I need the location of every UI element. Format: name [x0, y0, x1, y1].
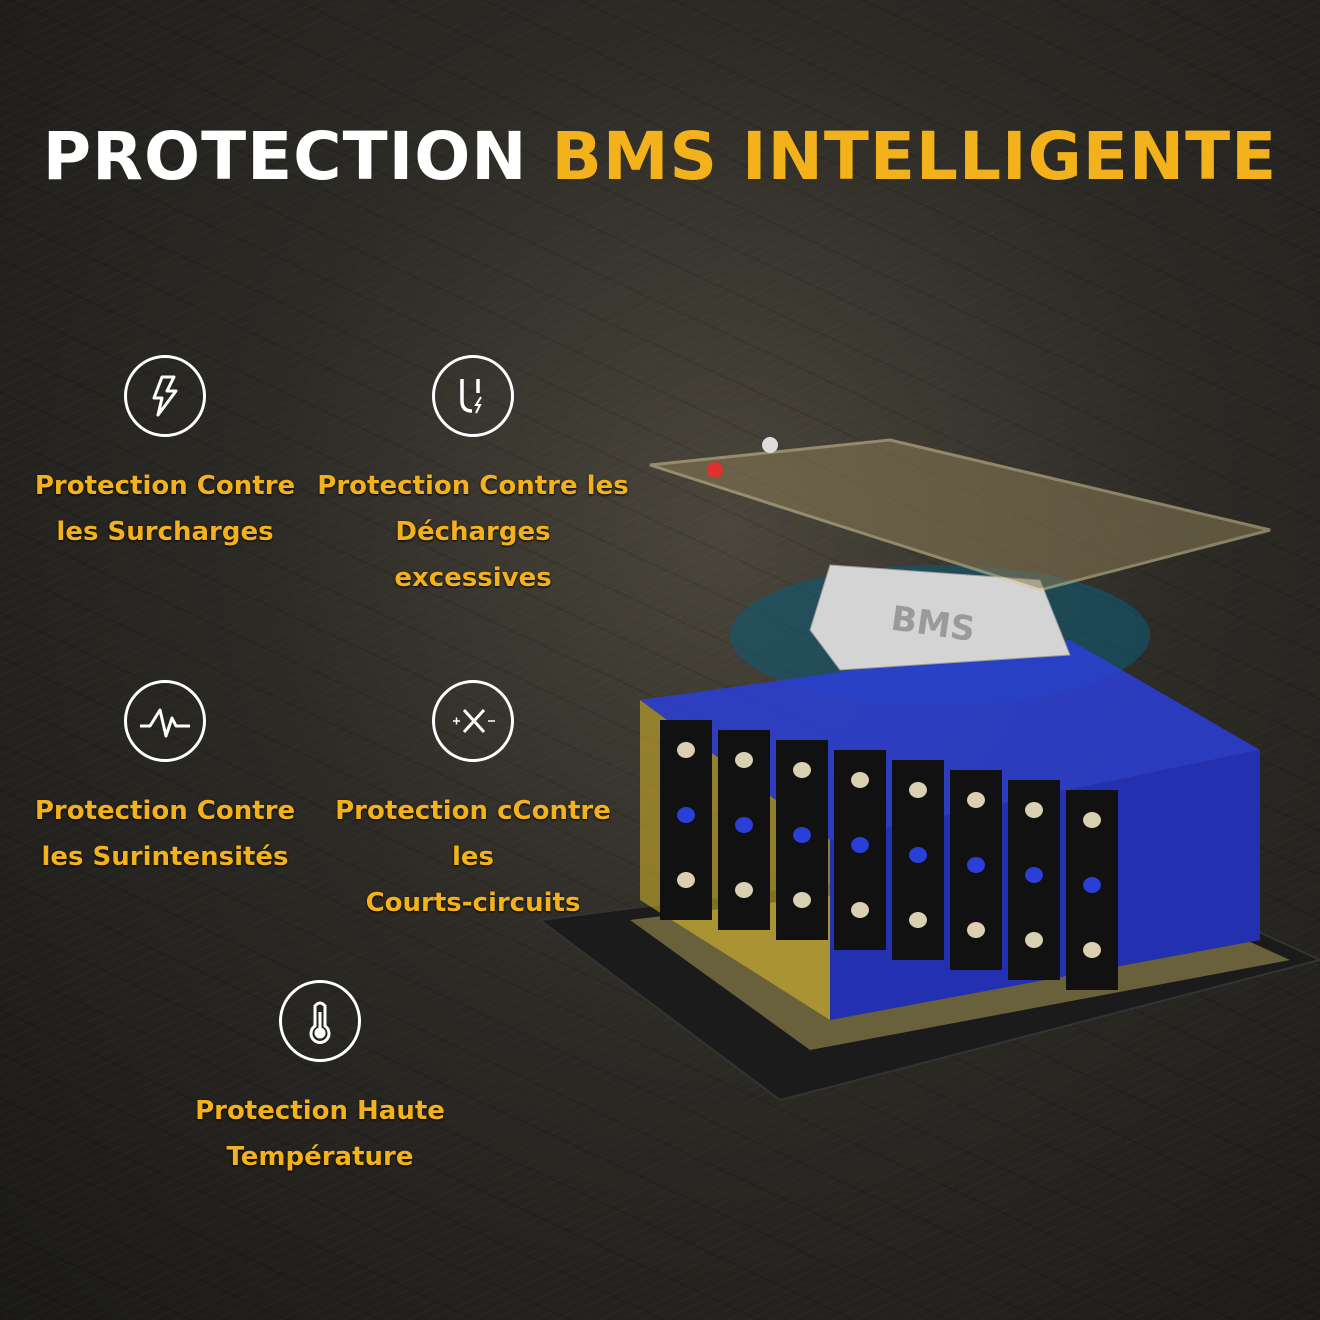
feature-label: Courts-circuits [365, 888, 581, 918]
feature-label: Décharges excessives [394, 517, 552, 593]
feature-label: Protection Contre [34, 471, 296, 501]
thermometer-icon [279, 980, 361, 1062]
cell-terminal [1083, 877, 1101, 893]
feature-label: Protection Haute [195, 1096, 445, 1126]
short-circuit-icon [432, 680, 514, 762]
cell-terminal [1025, 802, 1043, 818]
feature-label: Protection Contre [34, 796, 296, 826]
cell-terminal [677, 807, 695, 823]
feature-label: Température [226, 1142, 414, 1172]
battery-illustration: BMS [537, 437, 1320, 1102]
cell-terminal [909, 782, 927, 798]
pulse-wave-icon [124, 680, 206, 762]
cell-terminal [735, 882, 753, 898]
cell-terminal [1025, 867, 1043, 883]
battery-lid [649, 437, 1271, 592]
cell-terminal [1083, 812, 1101, 828]
cell-terminal [909, 847, 927, 863]
cell-terminal [1025, 932, 1043, 948]
cell-terminal [793, 892, 811, 908]
cell-terminal [793, 762, 811, 778]
cell-terminal [735, 752, 753, 768]
feature-label: les Surcharges [56, 517, 274, 547]
cell-terminal [909, 912, 927, 928]
cell-terminal [851, 837, 869, 853]
positive-terminal [707, 462, 723, 478]
magnet-bolt-icon [432, 355, 514, 437]
feature-overcharge: Protection Contre les Surcharges [5, 355, 325, 555]
cell-terminal [677, 742, 695, 758]
title-accent: BMS INTELLIGENTE [551, 118, 1278, 195]
cell-terminal [851, 902, 869, 918]
feature-label: Protection Contre les [317, 471, 629, 501]
cell-terminal [967, 857, 985, 873]
cell-terminal [967, 792, 985, 808]
negative-terminal [762, 437, 778, 453]
feature-label: Protection cContre les [335, 796, 611, 872]
feature-overcurrent: Protection Contre les Surintensités [5, 680, 325, 880]
bms-board: BMS [809, 564, 1071, 671]
title-white: PROTECTION [42, 118, 528, 195]
cell-terminal [1083, 942, 1101, 958]
battery-case [640, 640, 1260, 1020]
cell-terminal [677, 872, 695, 888]
cell-terminal [735, 817, 753, 833]
cell-terminal [967, 922, 985, 938]
page-title: PROTECTION BMS INTELLIGENTE [0, 118, 1320, 195]
feature-label: les Surintensités [41, 842, 289, 872]
cell-terminal [793, 827, 811, 843]
cell-terminal [851, 772, 869, 788]
lightning-bolt-icon [124, 355, 206, 437]
